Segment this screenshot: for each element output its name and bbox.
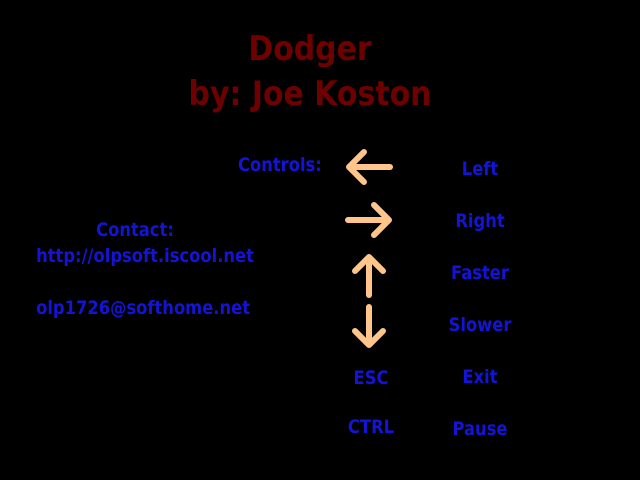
arrow-left-icon [346, 149, 393, 185]
action-pause-label: Pause [452, 418, 508, 440]
action-slower-label: Slower [448, 314, 512, 336]
contact-heading: Contact: [96, 219, 174, 241]
action-faster-label: Faster [451, 262, 509, 284]
arrow-up-icon [352, 254, 386, 298]
action-left-label: Left [461, 158, 499, 180]
contact-website: http://olpsoft.iscool.net [36, 245, 254, 267]
controls-heading: Controls: [238, 154, 322, 176]
game-author: by: Joe Koston [188, 74, 432, 114]
key-esc-label: ESC [353, 367, 389, 389]
key-ctrl-label: CTRL [347, 416, 395, 438]
action-exit-label: Exit [462, 366, 498, 388]
arrow-right-icon [345, 202, 392, 238]
action-right-label: Right [455, 210, 505, 232]
game-title: Dodger [248, 29, 372, 69]
contact-email: olp1726@softhome.net [36, 297, 251, 319]
arrow-down-icon [352, 304, 386, 348]
